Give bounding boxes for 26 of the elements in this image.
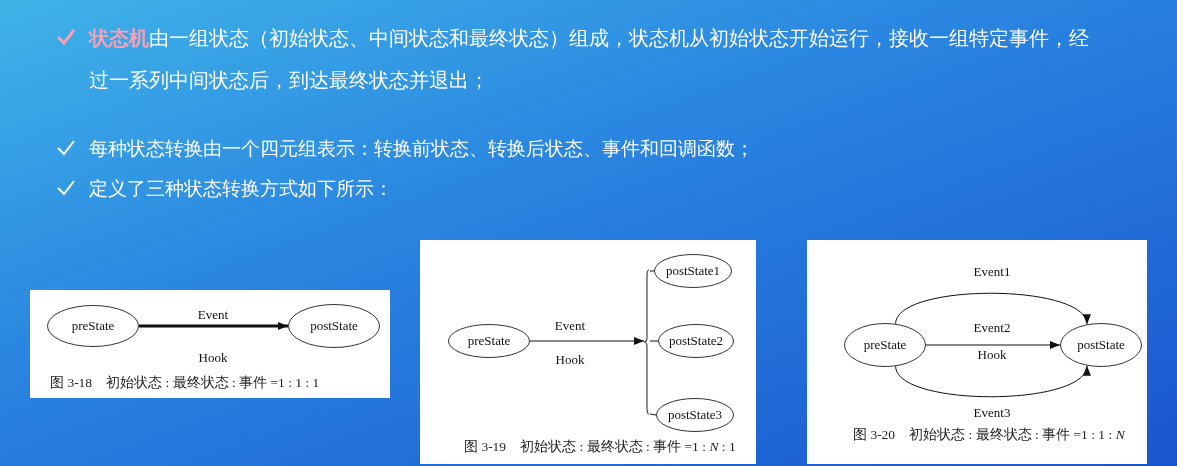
figure-panel xyxy=(420,240,756,464)
connector-line xyxy=(649,340,659,342)
connector-line xyxy=(649,413,657,416)
state-ellipse: postState3 xyxy=(656,398,734,432)
state-ellipse: preState xyxy=(844,323,926,367)
arrow xyxy=(895,292,1088,325)
bullet-text: 状态机由一组状态（初始状态、中间状态和最终状态）组成，状态机从初始状态开始运行，接收一组特定事件，经过一系列中间状态后，到达最终状态并退出； xyxy=(89,25,1090,94)
figure-panel xyxy=(30,290,390,398)
bullet-text: 定义了三种状态转换方式如下所示： xyxy=(89,176,393,201)
state-ellipse: preState xyxy=(448,324,530,358)
figure-panel xyxy=(807,240,1147,464)
state-ellipse: postState xyxy=(1060,323,1142,367)
bracket xyxy=(644,270,650,414)
state-ellipse: preState xyxy=(47,305,139,347)
connector-line xyxy=(649,270,655,272)
bullet-text: 每种状态转换由一个四元组表示：转换前状态、转换后状态、事件和回调函数； xyxy=(89,136,754,161)
figure-caption: 图 3-20 初始状态 : 最终状态 : 事件 =1 : 1 : N xyxy=(853,426,1125,444)
state-ellipse: postState2 xyxy=(658,324,734,358)
state-ellipse: postState xyxy=(288,304,380,348)
figure-caption: 图 3-18 初始状态 : 最终状态 : 事件 =1 : 1 : 1 xyxy=(50,374,320,392)
arrow xyxy=(139,322,288,330)
arrow xyxy=(895,365,1088,398)
arrow xyxy=(925,341,1061,349)
arrow xyxy=(529,337,645,345)
state-ellipse: postState1 xyxy=(654,254,732,288)
figure-caption: 图 3-19 初始状态 : 最终状态 : 事件 =1 : N : 1 xyxy=(464,438,736,456)
